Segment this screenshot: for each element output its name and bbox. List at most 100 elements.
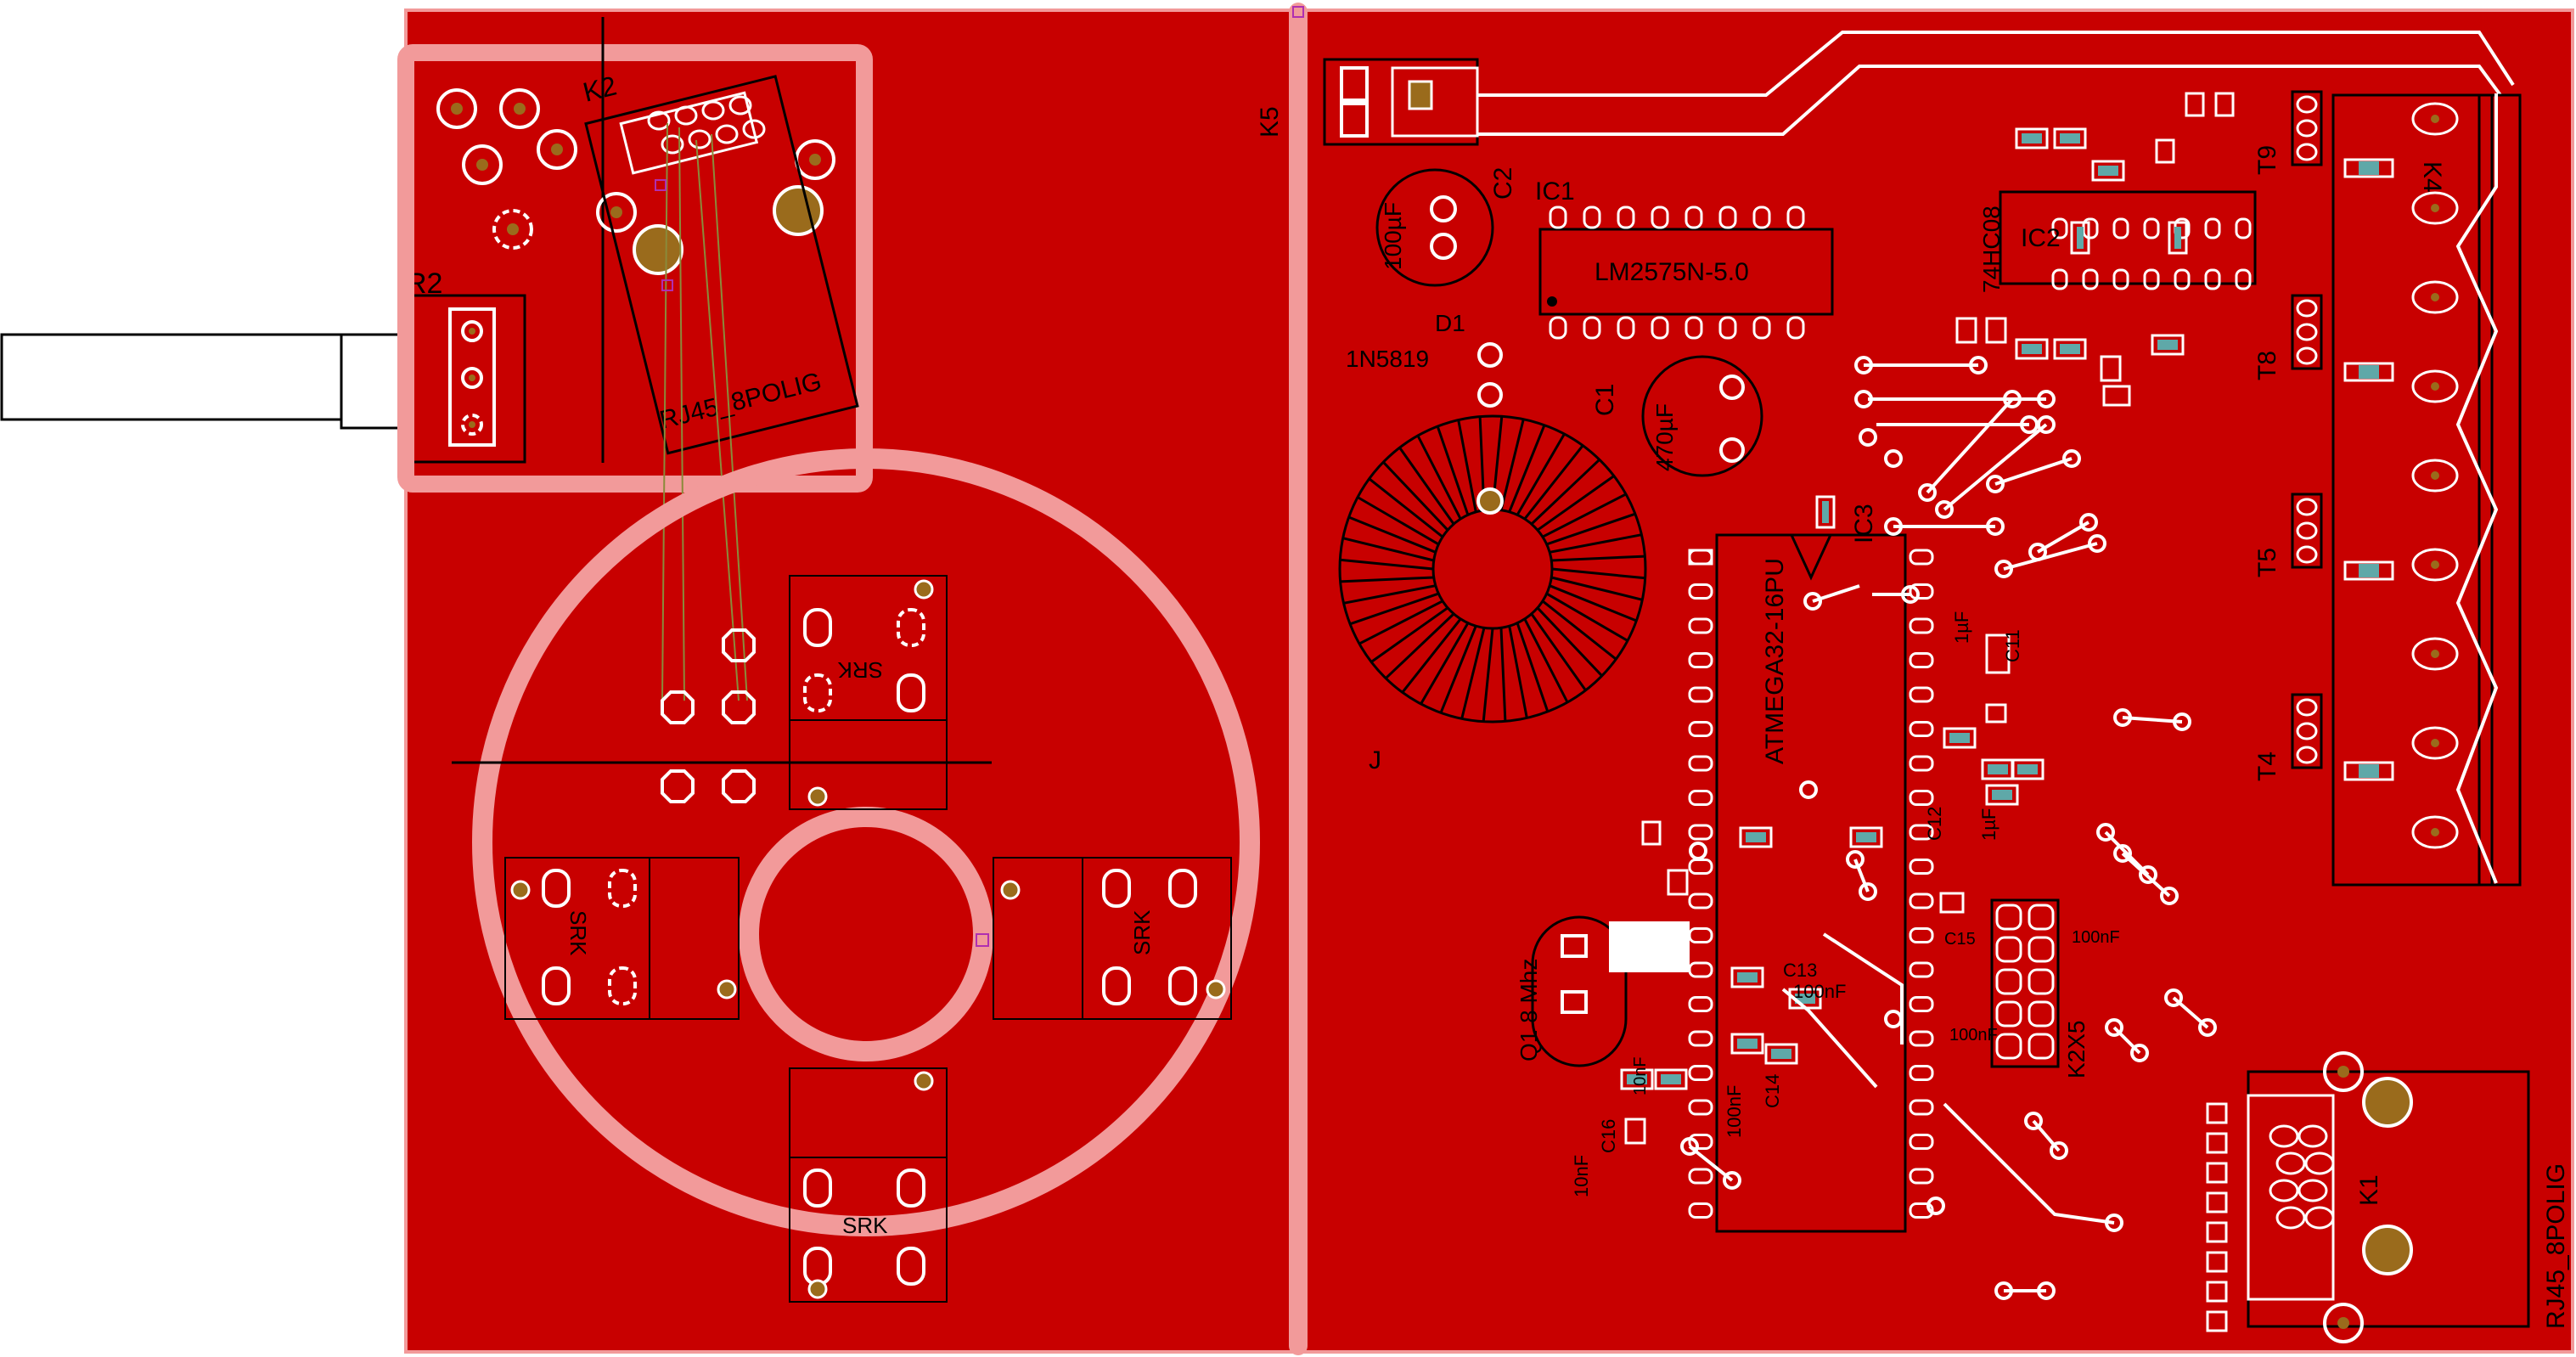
ic3-pin-left [1688, 721, 1713, 737]
mark-j-label: J [1369, 746, 1381, 774]
cap-1uf-b-label: 1µF [1978, 808, 1999, 841]
ic3-pin-left [1688, 790, 1713, 806]
ic1-pins [1549, 206, 1805, 340]
d1-label: D1 [1435, 310, 1465, 336]
via [2105, 1213, 2123, 1232]
smd-pad [2015, 127, 2049, 149]
via [2037, 1281, 2056, 1300]
via-marker [1292, 6, 1304, 18]
via [1803, 592, 1822, 611]
ic3-pin-right [1909, 1065, 1934, 1081]
transistor-pin [2296, 119, 2318, 138]
ic2-pin-top [2051, 217, 2068, 239]
k4-drill [2431, 115, 2439, 123]
via [1884, 1010, 1903, 1028]
via [1994, 1281, 2013, 1300]
ic3-pin-right [1909, 583, 1934, 600]
winding-line [1499, 628, 1507, 722]
ic2-pin-bottom [2112, 268, 2129, 290]
smd-pad [1730, 1033, 1764, 1055]
winding-line [1401, 617, 1462, 694]
c16-label: C16 [1598, 1119, 1619, 1153]
via [2037, 415, 2056, 434]
via [1901, 585, 1920, 604]
via [2003, 390, 2022, 408]
via [1884, 517, 1903, 536]
ring-header-pads [661, 628, 756, 803]
winding-line [1385, 612, 1455, 679]
k4-pads [2411, 102, 2459, 849]
smd-pad [1654, 1068, 1688, 1090]
smd-body [1771, 1049, 1791, 1059]
k1-rj45-label: RJ45_8POLIG [2542, 1163, 2570, 1329]
air-wires [661, 122, 748, 701]
ic2-pin-top [2204, 217, 2221, 239]
smd-pad [1985, 633, 2011, 674]
ic3-pin-right [1909, 927, 1934, 943]
via [1859, 428, 1877, 447]
smd-pad [1985, 317, 2007, 344]
via [2037, 390, 2056, 408]
k4-drill [2431, 560, 2439, 569]
k4-pad [2411, 191, 2459, 225]
smd-body [2060, 344, 2080, 354]
via [1986, 517, 2005, 536]
k2x5-pin [2028, 968, 2055, 995]
k2x5-pin [2028, 1033, 2055, 1060]
winding-line [1542, 493, 1627, 538]
ic3-pin-right [1909, 1168, 1934, 1185]
k1-pin [2275, 1206, 2306, 1230]
ic3-pin-left [1688, 892, 1713, 909]
k1-resistor-pad [2206, 1221, 2228, 1243]
ic2-pin-top [2112, 217, 2129, 239]
smd-pad [1985, 703, 2007, 724]
srk-relay-right [993, 857, 1232, 1020]
t9-label: T9 [2253, 145, 2281, 175]
ic3-pin-left [1688, 686, 1713, 703]
k2x5-label: K2X5 [2063, 1021, 2089, 1079]
winding-line [1537, 475, 1615, 532]
smd-body [1992, 790, 2012, 800]
via [2113, 708, 2132, 727]
t8-label: T8 [2253, 351, 2281, 380]
k4-pad [2411, 726, 2459, 760]
d1-part-label: 1N5819 [1346, 346, 1429, 372]
winding-line [1343, 584, 1437, 605]
transistor-body [2291, 294, 2323, 370]
ic3-pin-right [1909, 652, 1934, 668]
k1-pin-pads [2206, 1102, 2335, 1332]
smd-pad [2070, 221, 2090, 255]
smd-pad [1943, 727, 1977, 749]
ic2-part-label: 74HC08 [1978, 206, 2005, 293]
via [1969, 356, 1988, 374]
smd-body [2017, 764, 2038, 774]
k1-pin [2269, 1124, 2299, 1148]
ic1-label: IC1 [1535, 177, 1575, 206]
k2x5-header [1990, 898, 2060, 1068]
k4-pad [2411, 815, 2459, 849]
transistor-body [2291, 493, 2323, 569]
ic3-pin-left [1688, 1168, 1713, 1185]
cable-stub [0, 294, 526, 464]
via-marker [661, 279, 673, 291]
smd-body [1737, 1039, 1758, 1049]
k1-resistor-pad [2206, 1102, 2228, 1124]
ic3-pin-right [1909, 617, 1934, 634]
smd-pad [1641, 820, 1662, 846]
via [2096, 823, 2115, 842]
smd-body [1627, 1074, 1647, 1084]
smd-pad [1730, 966, 1764, 988]
ic3-pin-right [1909, 721, 1934, 737]
ic3-pin-right [1909, 1134, 1934, 1150]
smd-pad [2053, 338, 2087, 360]
smd-body [1988, 764, 2008, 774]
smd-resistor-body [2359, 764, 2379, 778]
smd-resistor [2343, 362, 2394, 382]
winding-line [1398, 447, 1455, 525]
winding-line [1545, 592, 1628, 642]
winding-line [1439, 625, 1477, 713]
k4-drill [2431, 828, 2439, 836]
k4-drill [2431, 382, 2439, 391]
ic2-pin-top [2235, 217, 2252, 239]
